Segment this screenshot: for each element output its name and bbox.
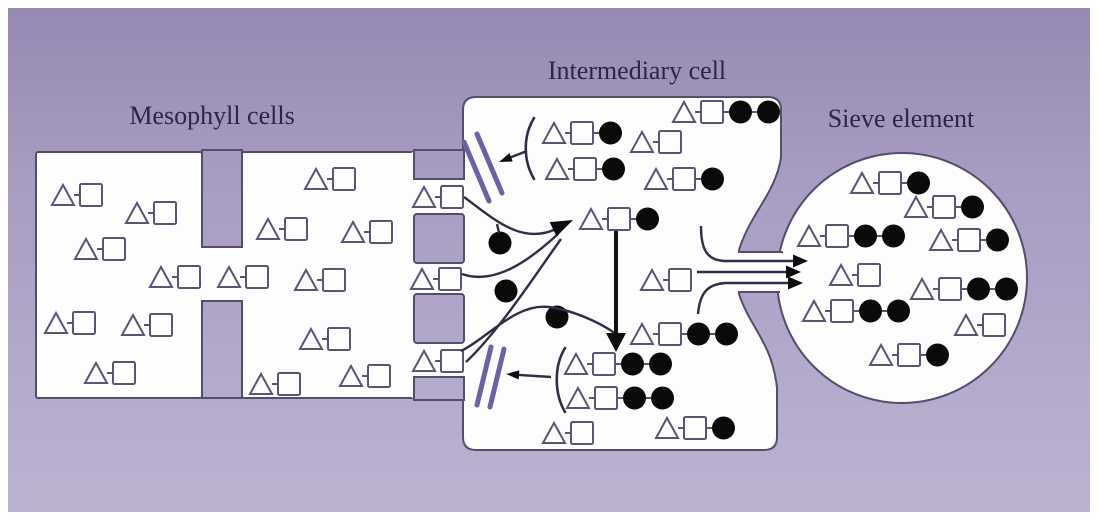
plasmodesmata-marks bbox=[461, 131, 507, 410]
molecule-sucrose bbox=[50, 182, 103, 207]
label-sieve-element: Sieve element bbox=[828, 104, 975, 133]
sieve-flow-arrows bbox=[696, 225, 808, 315]
molecule-sucrose bbox=[216, 264, 269, 289]
molecule-sucrose bbox=[73, 236, 126, 261]
molecule-sucrose bbox=[83, 360, 136, 385]
molecule-raffinose bbox=[541, 120, 622, 145]
flow-curve-1 bbox=[463, 196, 557, 236]
size-exclusion-annotations bbox=[499, 116, 567, 414]
molecule-sucrose bbox=[255, 216, 308, 241]
upper-pointer-arrowhead bbox=[499, 153, 513, 162]
molecule-sucrose bbox=[411, 184, 464, 209]
molecule-stachyose bbox=[671, 99, 780, 124]
molecule-layer bbox=[43, 99, 1018, 445]
molecule-sucrose bbox=[303, 166, 356, 191]
plasmodesmata-upper-slash-2 bbox=[474, 131, 505, 196]
plasmodesmata-lower-slash-2 bbox=[487, 346, 507, 410]
sieve-arrowhead-3 bbox=[788, 276, 803, 290]
wall-notch-bottom bbox=[413, 376, 465, 401]
molecule-sucrose bbox=[953, 312, 1006, 337]
sieve-arrow-3 bbox=[696, 281, 789, 315]
sucrose-flow-paths bbox=[460, 196, 617, 363]
flow-curve-4 bbox=[460, 305, 617, 353]
sieve-arrowhead-1 bbox=[793, 254, 808, 268]
molecule-raffinose bbox=[578, 206, 659, 231]
molecule-sucrose bbox=[248, 371, 301, 396]
molecule-raffinose bbox=[903, 194, 984, 219]
molecule-sucrose bbox=[639, 267, 692, 292]
molecule-stachyose bbox=[801, 298, 910, 323]
label-mesophyll-cells: Mesophyll cells bbox=[129, 101, 294, 130]
wall-notch-top bbox=[413, 149, 465, 180]
plasmodesmata-upper-slash-1 bbox=[461, 139, 492, 204]
cell-wall-upper bbox=[201, 149, 243, 248]
molecule-raffinose bbox=[868, 342, 949, 367]
molecule-stachyose bbox=[563, 351, 672, 376]
bridge-opening bbox=[200, 246, 244, 302]
molecule-raffinose bbox=[654, 415, 735, 440]
molecule-stachyose bbox=[909, 276, 1018, 301]
molecule-stachyose bbox=[796, 223, 905, 248]
downward-arrowhead bbox=[606, 333, 626, 352]
molecule-sucrose bbox=[120, 312, 173, 337]
cell-wall-lower bbox=[201, 300, 243, 399]
free-galactose bbox=[488, 231, 512, 255]
plasmodesmata-lower-slash-1 bbox=[474, 344, 494, 408]
molecule-sucrose bbox=[124, 200, 177, 225]
molecule-sucrose bbox=[298, 326, 351, 351]
sieve-arrow-1 bbox=[699, 225, 794, 263]
downward-arrow bbox=[606, 231, 626, 352]
flow-curve-3 bbox=[465, 238, 562, 363]
molecule-sucrose bbox=[541, 420, 594, 445]
molecule-sucrose bbox=[409, 266, 462, 291]
molecule-raffinose bbox=[928, 227, 1009, 252]
synthesis-arrowhead bbox=[549, 220, 573, 237]
free-galactose bbox=[494, 279, 518, 303]
free-galactose bbox=[545, 305, 569, 329]
molecule-raffinose bbox=[849, 170, 930, 195]
molecule-raffinose bbox=[643, 166, 724, 191]
upper-pointer-shaft bbox=[508, 149, 528, 160]
molecule-sucrose bbox=[148, 264, 201, 289]
wall-block-2 bbox=[413, 293, 465, 344]
intermediary-cell bbox=[462, 96, 782, 451]
molecule-sucrose bbox=[338, 363, 391, 388]
upper-bracket bbox=[524, 116, 536, 181]
molecule-stachyose bbox=[629, 321, 738, 346]
lower-bracket bbox=[555, 346, 567, 414]
label-intermediary-cell: Intermediary cell bbox=[548, 56, 726, 85]
molecule-sucrose bbox=[828, 262, 881, 287]
molecule-sucrose bbox=[293, 267, 346, 292]
lower-pointer-shaft bbox=[516, 373, 552, 379]
galactose-stem bbox=[495, 223, 501, 234]
sieve-arrowhead-2 bbox=[786, 265, 801, 279]
molecule-sucrose bbox=[629, 129, 682, 154]
molecule-stachyose bbox=[565, 385, 674, 410]
lower-pointer-arrowhead bbox=[506, 370, 520, 380]
molecule-raffinose bbox=[544, 156, 625, 181]
molecule-sucrose bbox=[43, 310, 96, 335]
molecule-sucrose bbox=[340, 219, 393, 244]
molecule-sucrose bbox=[411, 348, 464, 373]
flow-curve-2 bbox=[461, 233, 559, 279]
wall-block-1 bbox=[413, 213, 465, 264]
